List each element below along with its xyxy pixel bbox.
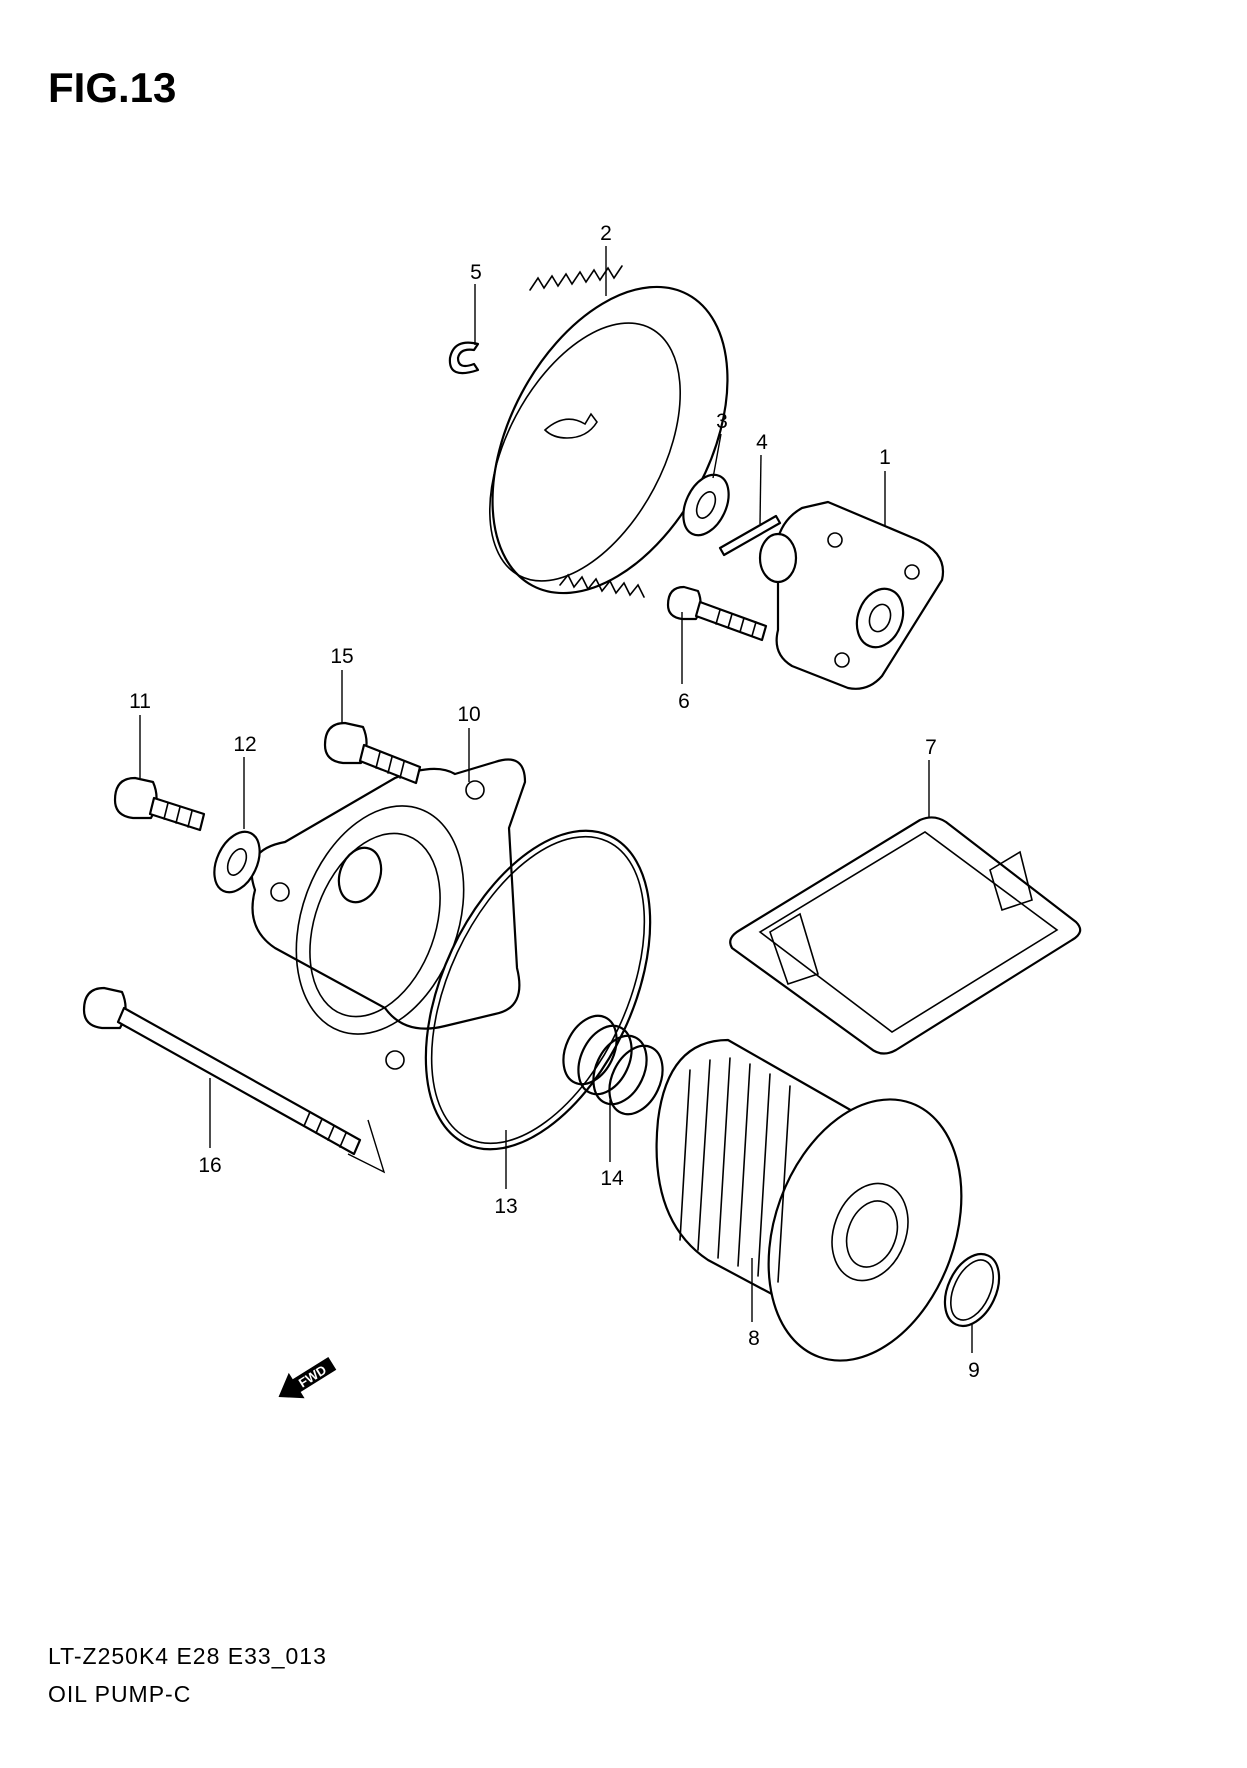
- callout-5: 5: [470, 261, 482, 284]
- callout-6: 6: [678, 690, 690, 713]
- part-8-oil-filter: [655, 1038, 963, 1362]
- part-11-bolt: [113, 776, 206, 832]
- part-10-filter-cap: [250, 758, 527, 1070]
- callout-numbers: 1 2 3 4 5 6 7 8 9 10 11 12 13 14 15 16: [129, 222, 980, 1382]
- callout-8: 8: [748, 1327, 760, 1350]
- part-9-o-ring: [943, 1252, 1001, 1328]
- part-3-washer: [682, 473, 730, 537]
- part-2-driven-gear: [489, 265, 729, 598]
- callout-4: 4: [756, 431, 768, 454]
- part-12-washer: [213, 830, 261, 894]
- figure-title: FIG.13: [48, 64, 177, 111]
- part-4-pin: [718, 514, 782, 557]
- callout-3: 3: [716, 410, 728, 433]
- part-14-spring: [562, 1014, 664, 1116]
- callout-14: 14: [600, 1167, 624, 1190]
- part-16-long-bolt: [82, 986, 386, 1174]
- part-15-bolt: [323, 721, 422, 785]
- part-7-strainer: [729, 816, 1082, 1055]
- footer-model-code: LT-Z250K4 E28 E33_013: [48, 1643, 327, 1669]
- callout-10: 10: [457, 703, 480, 726]
- footer-section-name: OIL PUMP-C: [48, 1681, 192, 1707]
- callout-1: 1: [879, 446, 891, 469]
- callout-15: 15: [330, 645, 353, 668]
- part-1-oil-pump: [758, 500, 945, 690]
- callout-12: 12: [233, 733, 256, 756]
- callout-11: 11: [129, 690, 151, 713]
- callout-9: 9: [968, 1359, 980, 1382]
- callout-16: 16: [198, 1154, 221, 1177]
- part-6-bolt: [666, 585, 768, 642]
- leader-lines: [139, 246, 973, 1353]
- part-5-circlip: [448, 341, 480, 375]
- callout-7: 7: [925, 736, 937, 759]
- callout-2: 2: [600, 222, 612, 245]
- callout-13: 13: [494, 1195, 517, 1218]
- fwd-arrow-icon: FWD: [278, 1357, 337, 1399]
